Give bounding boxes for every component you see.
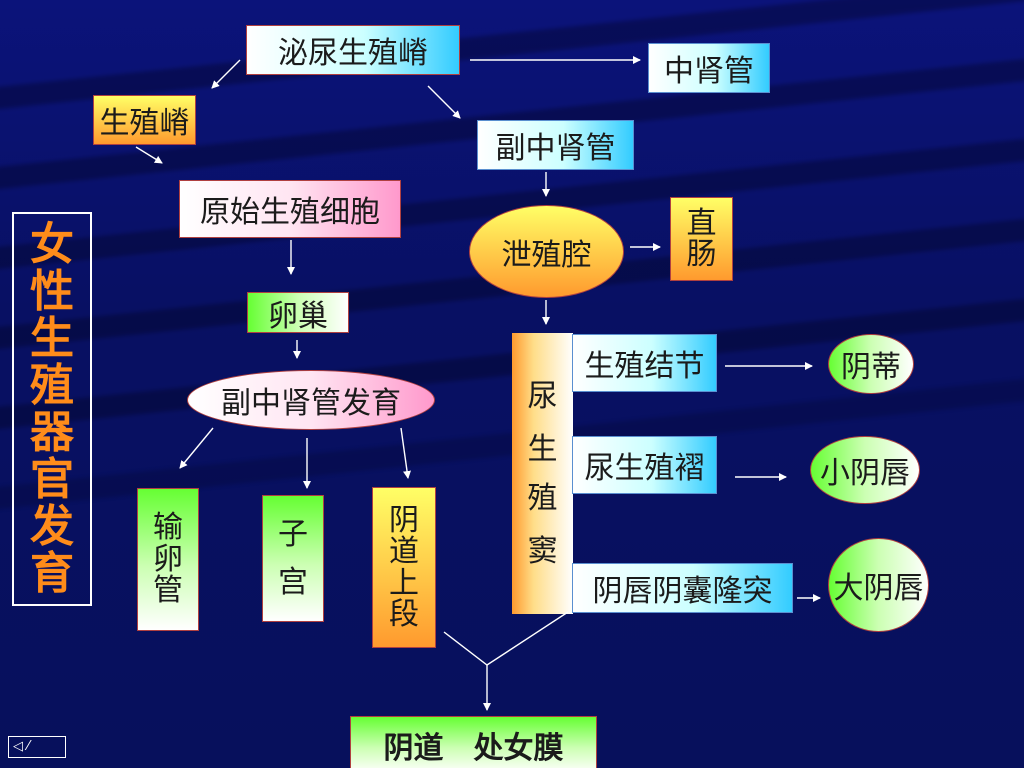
node-label: 生殖嵴 (99, 106, 190, 141)
node-genital-tubercle: 生殖结节 (572, 334, 717, 392)
title-char: 官 (30, 454, 74, 506)
title-char: 殖 (30, 359, 74, 411)
node-label-char: 管 (153, 573, 183, 609)
node-paramesonephric-development: 副中肾管发育 (187, 370, 435, 430)
node-labia-majora: 大阴唇 (828, 538, 929, 632)
node-label: 泄殖腔 (501, 237, 592, 273)
node-urogenital-sinus: 尿 生 殖 窦 (512, 333, 573, 614)
node-uterus: 子 宫 (262, 495, 324, 622)
node-labioscrotal-swelling: 阴唇阴囊隆突 (572, 563, 793, 613)
node-label: 副中肾管 (495, 131, 616, 166)
node-label-char: 阴 (389, 502, 419, 538)
title-char: 生 (30, 312, 74, 364)
node-label: 阴蒂 (841, 350, 901, 385)
node-label-char: 直 (686, 205, 717, 241)
node-clitoris: 阴蒂 (828, 334, 914, 394)
node-label-char: 输 (153, 510, 183, 546)
title-char: 性 (30, 265, 74, 317)
node-label: 副中肾管发育 (221, 386, 401, 421)
node-label: 泌尿生殖嵴 (278, 36, 428, 71)
node-vagina-hymen: 阴道 处女膜 (350, 716, 597, 768)
node-mesonephric-duct: 中肾管 (648, 43, 770, 93)
node-label: 小阴唇 (820, 456, 910, 491)
node-oviduct: 输 卵 管 (137, 488, 199, 631)
node-label: 卵巢 (268, 298, 328, 334)
node-label: 中肾管 (664, 54, 754, 89)
node-urogenital-ridge: 泌尿生殖嵴 (246, 25, 460, 75)
title-char: 女 (30, 218, 74, 270)
node-label-char: 肠 (686, 237, 717, 272)
node-cloaca: 泄殖腔 (469, 205, 624, 298)
node-primordial-germ-cell: 原始生殖细胞 (179, 180, 401, 238)
node-label: 生殖结节 (584, 349, 705, 384)
merge-connector (443, 611, 569, 666)
node-label-char: 窦 (527, 533, 558, 569)
node-label-char: 段 (389, 597, 419, 632)
node-label-char: 生 (527, 431, 558, 467)
title-char: 发 (30, 501, 74, 553)
node-label-char: 卵 (153, 541, 183, 577)
node-label-char: 道 (389, 534, 419, 569)
node-ovary: 卵巢 (247, 292, 349, 334)
node-paramesonephric-duct: 副中肾管 (477, 120, 634, 170)
node-upper-vagina: 阴 道 上 段 (372, 487, 436, 648)
node-labia-minora: 小阴唇 (810, 436, 920, 504)
node-label: 阴道 处女膜 (383, 731, 564, 766)
node-genital-ridge: 生殖嵴 (93, 95, 196, 145)
node-label: 阴唇阴囊隆突 (592, 574, 773, 609)
node-label-char: 殖 (527, 480, 558, 516)
slide-nav-icon[interactable]: ◁ ⁄ (8, 736, 66, 758)
node-label-char: 子 (278, 517, 308, 552)
node-label: 尿生殖褶 (584, 451, 705, 486)
node-label-char: 上 (389, 565, 419, 601)
arrow (427, 85, 461, 119)
node-urogenital-fold: 尿生殖褶 (572, 436, 717, 494)
node-label-char: 宫 (278, 564, 308, 600)
node-rectum: 直 肠 (670, 197, 733, 281)
vertical-title: 女 性 生 殖 器 官 发 育 (12, 212, 92, 606)
arrow (179, 427, 214, 469)
title-char: 育 (30, 548, 74, 600)
node-label: 原始生殖细胞 (200, 195, 380, 230)
title-char: 器 (30, 407, 74, 458)
node-label-char: 尿 (527, 378, 558, 414)
node-label: 大阴唇 (833, 571, 924, 606)
